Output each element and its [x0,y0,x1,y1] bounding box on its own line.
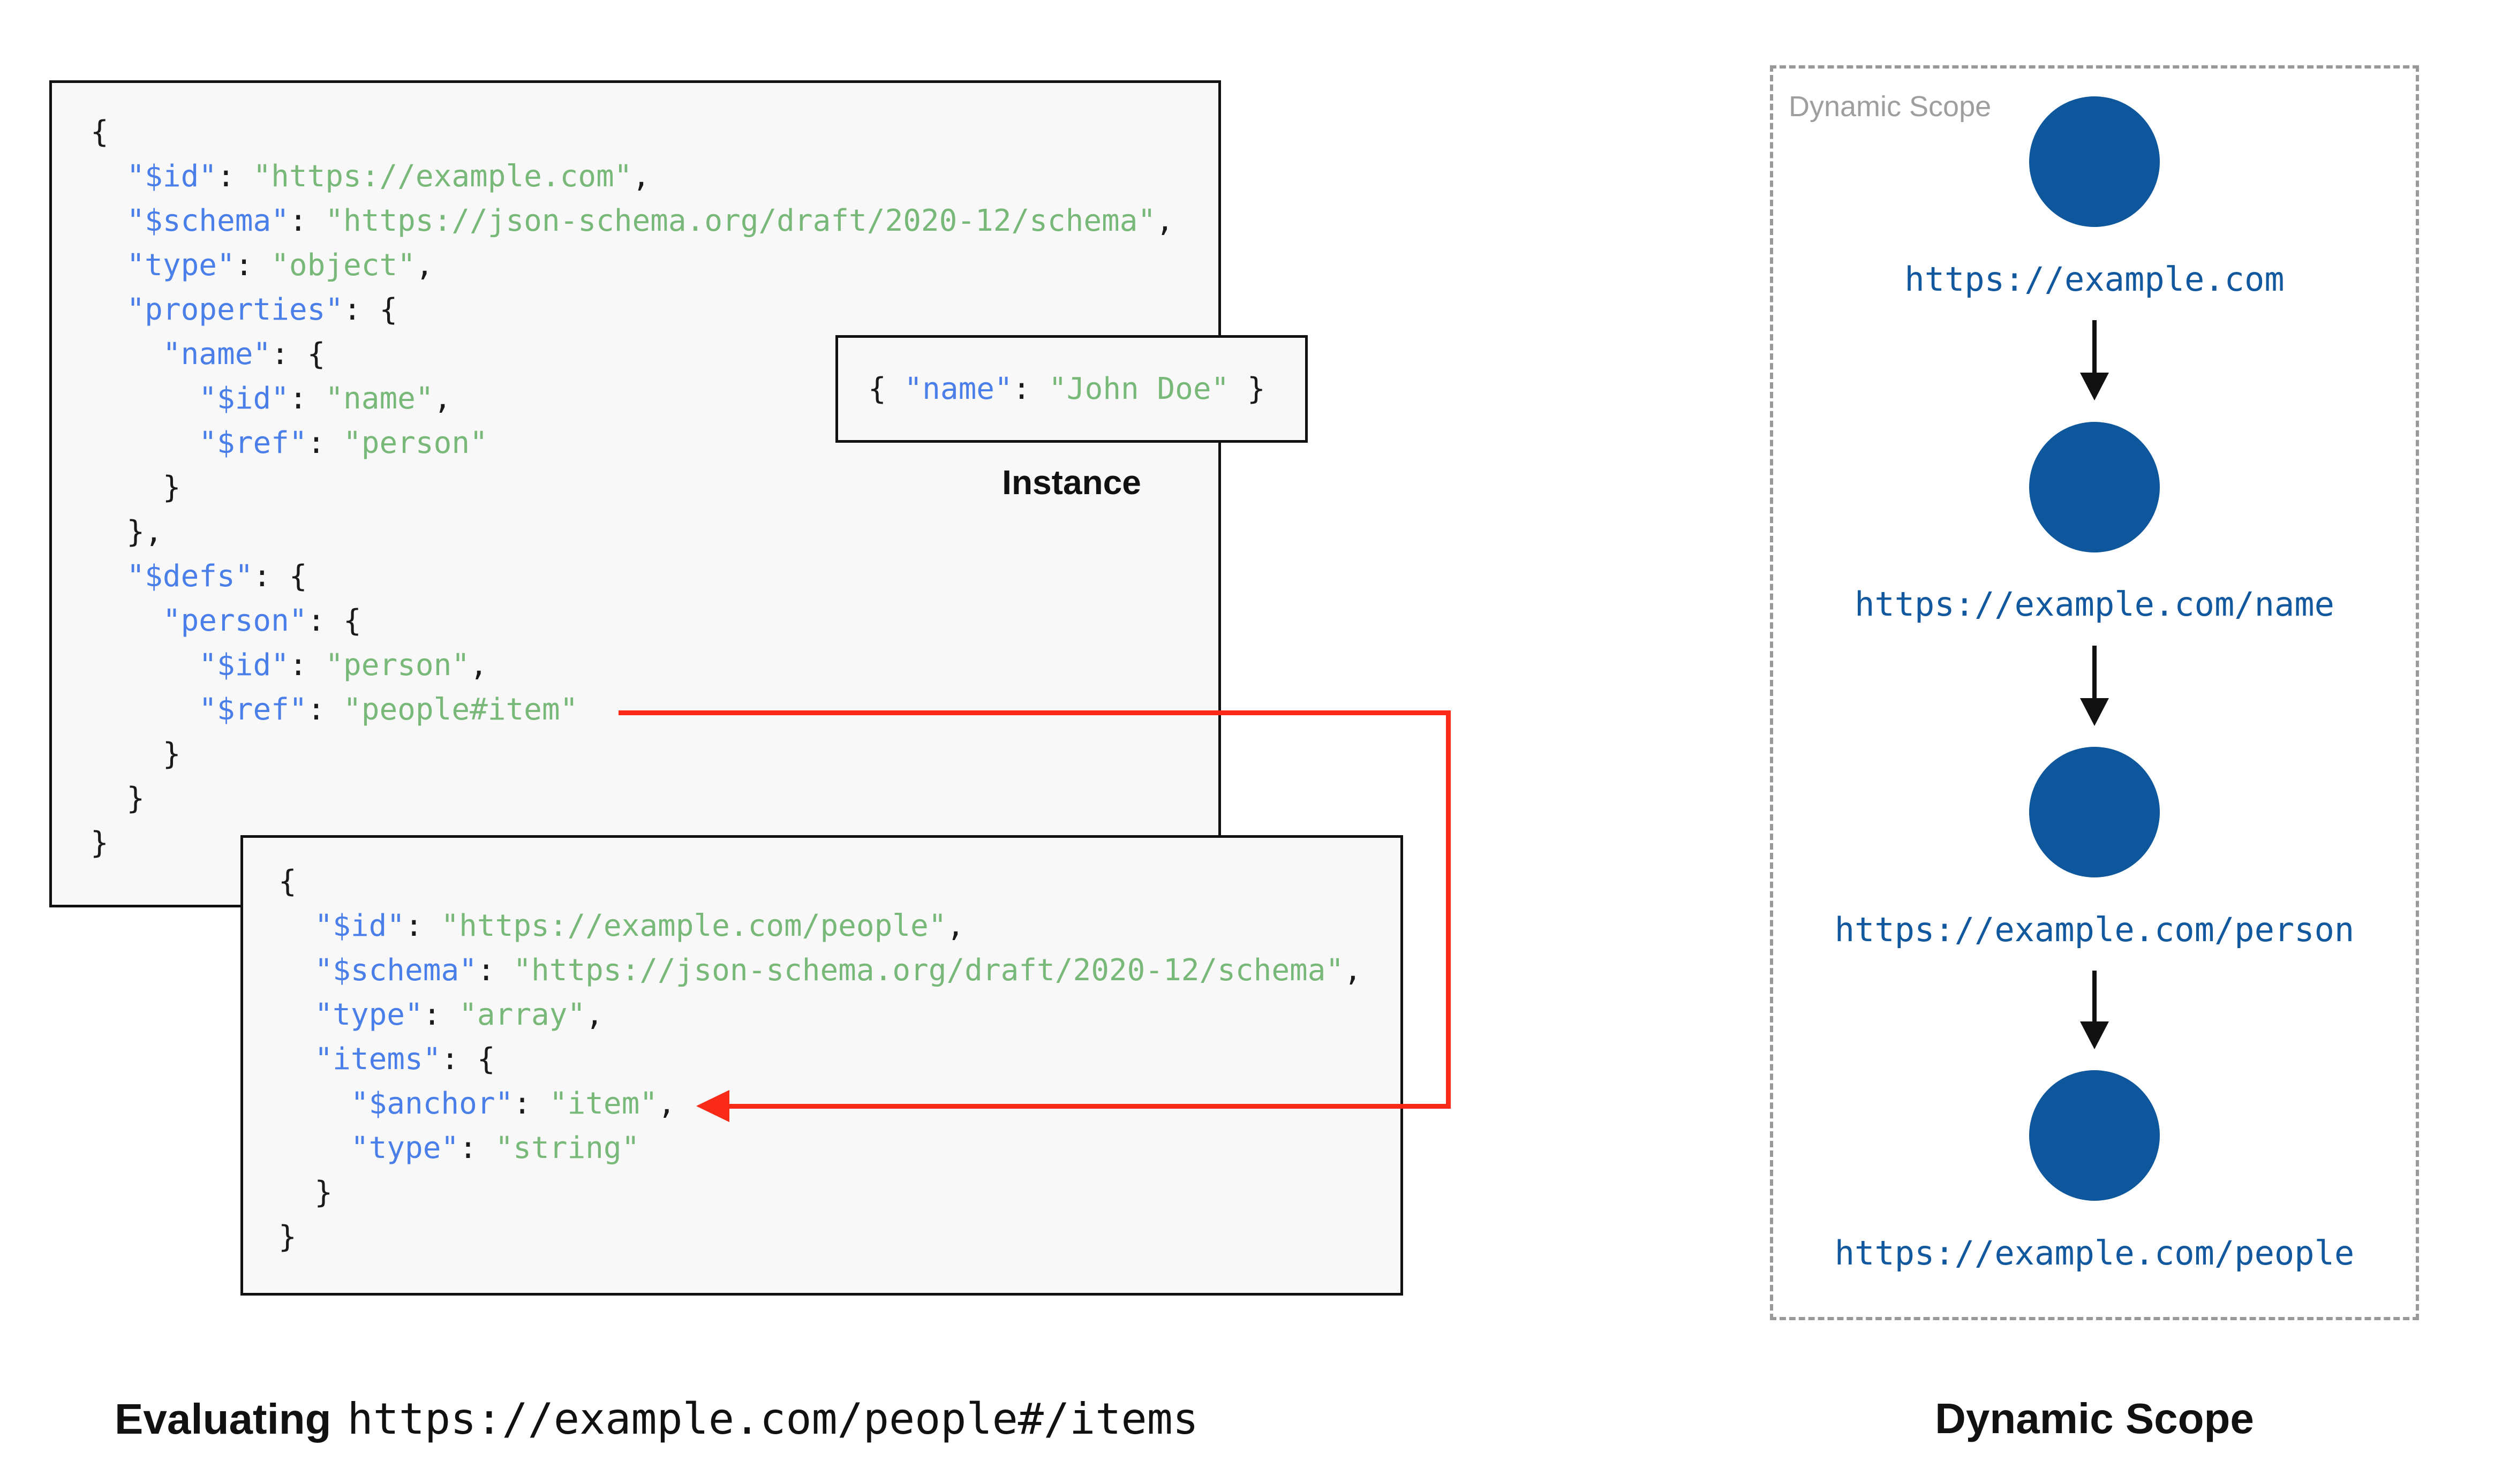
code-line: "$defs": { [126,559,307,594]
ref-connector-line-top [619,710,1451,715]
instance-caption: Instance [1002,463,1141,502]
scope-node-url: https://example.com/person [1834,910,2355,949]
code-line: "$id": "person", [199,648,488,683]
code-line: "person": { [162,603,361,638]
scope-node-circle-example-com [2029,96,2160,227]
scope-node-circle-people [2029,1070,2160,1201]
code-line: "$id": "name", [199,381,452,416]
code-line: "type": "object", [126,248,434,283]
code-line: "items": { [314,1042,495,1077]
down-arrow-icon [2092,646,2097,698]
scope-node-circle-person [2029,747,2160,877]
code-line: } [91,737,181,771]
evaluating-caption: Evaluating https://example.com/people#/it… [115,1394,1199,1444]
down-arrow-head-icon [2080,698,2109,726]
code-line: "$schema": "https://json-schema.org/draf… [314,953,1362,988]
people-schema-code-panel: { "$id": "https://example.com/people", "… [240,835,1403,1296]
scope-node-url: https://example.com/name [1855,585,2334,624]
code-line: "$id": "https://example.com", [126,159,651,194]
code-line: } [91,826,109,860]
code-line: } [91,470,181,505]
ref-connector-line-bottom [723,1104,1451,1109]
down-arrow-head-icon [2080,373,2109,400]
down-arrow-head-icon [2080,1021,2109,1049]
scope-node-circle-name [2029,422,2160,552]
evaluating-label: Evaluating [115,1395,331,1443]
code-line: } [91,781,145,816]
root-schema-code-panel: { "$id": "https://example.com", "$schema… [49,80,1221,907]
down-arrow-icon [2092,971,2097,1021]
code-line: "type": "array", [314,997,604,1032]
instance-code-panel: { "name": "John Doe" } [835,335,1308,443]
down-arrow-icon [2092,320,2097,373]
ref-connector-arrowhead-icon [696,1090,729,1122]
code-line: "$id": "https://example.com/people", [314,908,965,943]
code-line: "properties": { [126,292,398,327]
dynamic-scope-caption: Dynamic Scope [1935,1395,2254,1442]
code-line: { "name": "John Doe" } [868,372,1265,406]
scope-node-url: https://example.com/people [1834,1233,2355,1273]
code-line: } [278,1220,297,1254]
code-line: } [278,1175,333,1210]
code-line: "$ref": "people#item" [199,692,578,727]
code-line: { [278,864,297,899]
code-line: "type": "string" [350,1131,640,1165]
dynamic-scope-panel: Dynamic Scope https://example.com https:… [1770,65,2419,1320]
code-line: }, [91,514,163,549]
scope-node-url: https://example.com [1904,260,2285,299]
dynamic-scope-panel-label: Dynamic Scope [1789,90,1992,123]
code-line: { [91,115,109,149]
code-line: "$ref": "person" [199,426,488,460]
code-line: "$schema": "https://json-schema.org/draf… [126,203,1174,238]
evaluating-uri: https://example.com/people#/items [347,1394,1199,1444]
code-line: "name": { [162,337,326,372]
ref-connector-line-vertical [1446,710,1451,1109]
code-line: "$anchor": "item", [350,1086,676,1121]
